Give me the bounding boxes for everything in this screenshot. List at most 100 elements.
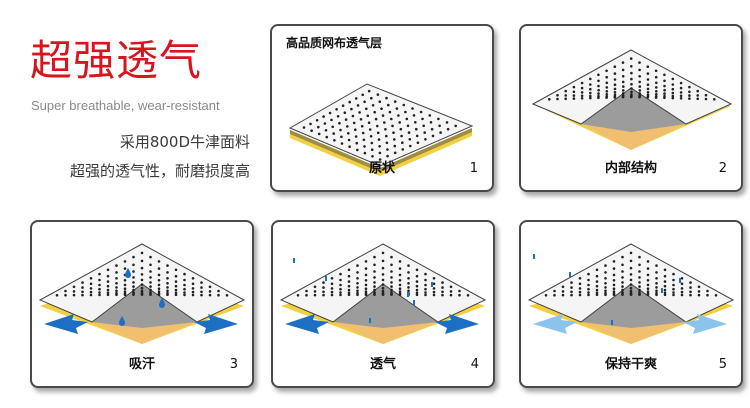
mesh-hole-dot (399, 127, 403, 131)
mesh-hole-dot (570, 293, 573, 297)
mesh-hole-dot (183, 287, 186, 291)
mesh-hole-dot (310, 129, 313, 132)
mesh-hole-dot (72, 293, 76, 297)
mesh-hole-dot (408, 138, 412, 141)
mesh-hole-dot (548, 98, 551, 101)
mesh-hole-dot (415, 291, 419, 295)
mesh-hole-dot (423, 131, 426, 134)
mesh-hole-dot (208, 290, 212, 293)
mesh-hole-dot (630, 90, 633, 94)
mesh-hole-dot (339, 293, 342, 297)
mesh-hole-dot (697, 293, 701, 297)
mesh-hole-dot (424, 272, 427, 276)
mesh-hole-dot (544, 294, 548, 297)
mesh-hole-dot (132, 263, 135, 267)
mesh-hole-dot (638, 68, 641, 72)
mesh-hole-dot (553, 289, 556, 293)
mesh-hole-dot (347, 268, 351, 272)
mesh-hole-dot (704, 97, 708, 101)
mesh-hole-dot (570, 290, 573, 294)
mesh-hole-dot (597, 88, 600, 92)
mesh-hole-dot (377, 138, 381, 141)
water-drop-icon (119, 316, 125, 326)
vapor-particle-icon (413, 300, 415, 305)
mesh-hole-dot (605, 69, 608, 73)
panel-number: 2 (718, 161, 727, 176)
mesh-hole-dot (561, 285, 565, 289)
mesh-hole-dot (689, 286, 692, 289)
mesh-hole-dot (106, 288, 110, 292)
mesh-hole-dot (157, 273, 161, 277)
mesh-hole-dot (621, 276, 624, 279)
mesh-hole-dot (364, 267, 368, 270)
mesh-hole-dot (373, 263, 376, 267)
mesh-hole-dot (363, 100, 366, 104)
mesh-hole-dot (570, 286, 573, 289)
mesh-hole-dot (330, 282, 334, 286)
mesh-hole-dot (381, 289, 385, 293)
mesh-hole-dot (378, 151, 382, 155)
mesh-hole-dot (81, 290, 84, 294)
mesh-hole-dot (655, 277, 658, 280)
mesh-hole-dot (397, 114, 400, 117)
mesh-hole-dot (296, 294, 300, 297)
mesh-hole-dot (347, 274, 351, 278)
panel-header: 高品质网布透气层 (286, 36, 383, 50)
mesh-hole-dot (351, 114, 355, 118)
mesh-hole-dot (225, 294, 229, 297)
mesh-hole-dot (115, 277, 118, 280)
mesh-hole-dot (390, 288, 393, 292)
mesh-hole-dot (174, 293, 178, 297)
mesh-hole-dot (595, 291, 599, 295)
mesh-hole-dot (72, 290, 76, 293)
mesh-hole-dot (561, 290, 565, 293)
mesh-hole-dot (191, 282, 195, 286)
mesh-hole-dot (612, 260, 616, 263)
mesh-hole-dot (302, 126, 306, 129)
mesh-hole-dot (671, 94, 675, 98)
mesh-hole-dot (572, 97, 576, 100)
vapor-particle-icon (661, 288, 663, 293)
mesh-hole-dot (407, 271, 410, 274)
mesh-hole-dot (439, 131, 442, 134)
mesh-hole-dot (347, 288, 351, 292)
mesh-hole-dot (671, 87, 675, 91)
mesh-hole-dot (663, 280, 667, 283)
mesh-hole-dot (680, 282, 684, 286)
mesh-hole-dot (578, 290, 582, 294)
fabric-layer-illustration (527, 243, 735, 344)
panel-sweat-absorption: 吸汗 3 (30, 220, 254, 388)
mesh-hole-dot (149, 281, 152, 284)
mesh-hole-dot (595, 280, 599, 283)
mesh-hole-dot (166, 286, 169, 289)
mesh-hole-dot (564, 89, 567, 93)
mesh-hole-dot (411, 107, 414, 110)
mesh-hole-dot (621, 75, 625, 78)
mesh-hole-dot (390, 276, 393, 279)
mesh-hole-dot (374, 117, 378, 121)
mesh-hole-dot (378, 145, 381, 148)
mesh-hole-dot (621, 80, 625, 84)
mesh-hole-dot (638, 92, 641, 95)
mesh-hole-dot (415, 134, 419, 138)
mesh-hole-dot (663, 73, 666, 77)
mesh-hole-dot (424, 291, 427, 294)
mesh-hole-dot (613, 83, 617, 86)
mesh-hole-dot (638, 75, 641, 78)
mesh-hole-dot (386, 154, 389, 158)
mesh-hole-dot (646, 72, 650, 75)
mesh-hole-dot (646, 273, 650, 277)
mesh-hole-dot (89, 290, 93, 294)
mesh-hole-dot (166, 291, 169, 295)
mesh-hole-dot (655, 282, 658, 285)
mesh-hole-dot (646, 93, 650, 97)
mesh-hole-dot (313, 285, 317, 289)
mesh-hole-dot (398, 121, 401, 124)
panel-number: 5 (718, 357, 727, 372)
mesh-hole-dot (81, 281, 84, 284)
mesh-hole-dot (578, 287, 582, 290)
mesh-hole-dot (305, 289, 308, 293)
arrow-icon (194, 314, 238, 334)
mesh-hole-dot (441, 281, 444, 284)
mesh-hole-dot (364, 279, 368, 282)
